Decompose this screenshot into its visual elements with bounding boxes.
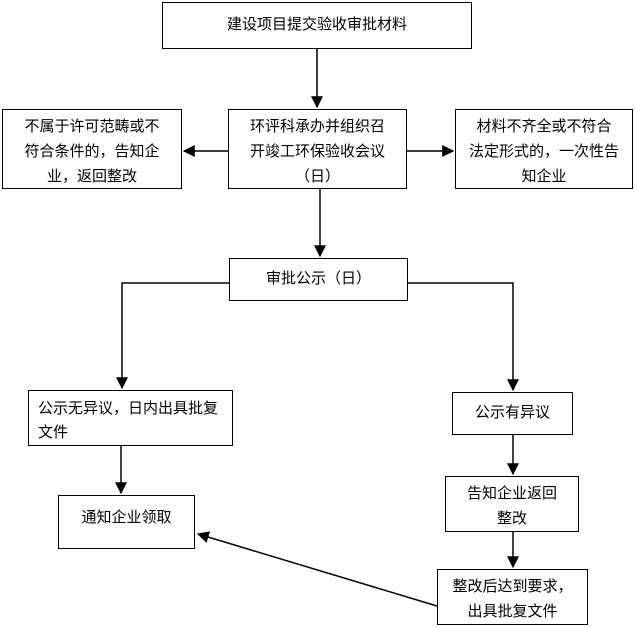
approval-publicity-label: 审批公示（日） [265,269,371,287]
notify-pickup-label: 通知企业领取 [81,508,172,526]
acceptance-meeting-box [228,109,407,189]
no-objection-line-1: 公示无异议，日内出具批复 [38,399,219,417]
no-objection-line-2: 文件 [38,423,69,441]
acceptance-meeting-line-1: 环评科承办并组织召 [249,117,385,135]
arrow-after-fix-to-pickup [196,531,438,607]
no-objection-box [28,390,233,446]
not-eligible-line-1: 不属于许可范畴或不 [24,117,160,135]
incomplete-materials-line-2: 法定形式的，一次性告 [468,142,619,160]
after-fix-line-2: 出具批复文件 [467,602,558,620]
after-fix-box [437,569,588,625]
approval-publicity-box [229,258,408,301]
submit-materials-box [162,2,472,49]
after-fix-line-1: 整改后达到要求， [452,577,573,595]
incomplete-materials-line-3: 知企业 [521,167,567,185]
has-objection-box [452,392,573,435]
arrow-publicity-to-has-objection [408,282,519,392]
not-eligible-box [2,109,182,189]
notify-return-line-1: 告知企业返回 [466,484,557,502]
acceptance-meeting-line-2: 开竣工环保验收会议 [249,142,385,160]
notify-return-line-2: 整改 [496,509,527,527]
arrow-publicity-to-no-objection [116,282,229,390]
submit-materials-label: 建设项目提交验收审批材料 [226,15,407,33]
acceptance-meeting-line-3: （日） [294,167,340,185]
not-eligible-line-2: 符合条件的，告知企 [24,142,160,160]
has-objection-label: 公示有异议 [474,403,550,421]
notify-pickup-box [58,495,195,549]
incomplete-materials-line-1: 材料不齐全或不符合 [476,117,612,135]
notify-return-box [445,476,579,532]
not-eligible-line-3: 业，返回整改 [46,167,137,185]
incomplete-materials-box [455,109,633,189]
